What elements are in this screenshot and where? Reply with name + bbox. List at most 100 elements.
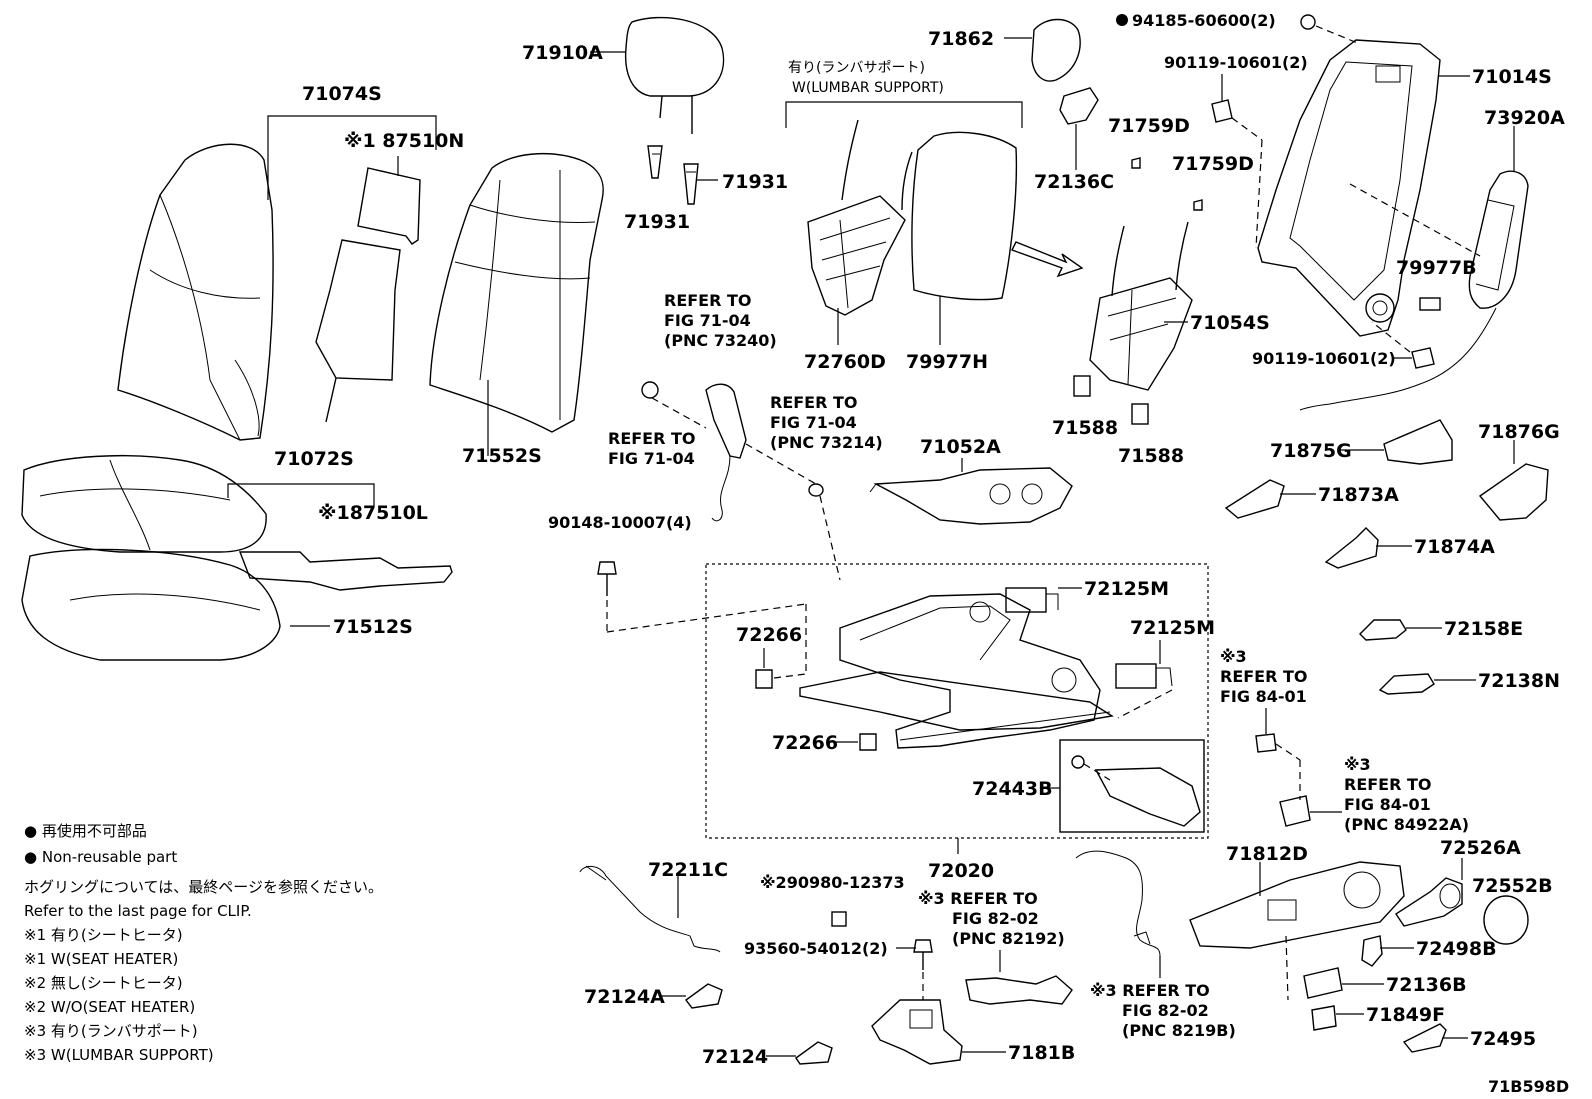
label-72526A: 72526A	[1440, 837, 1521, 859]
legend-line-6: ※1 W(SEAT HEATER)	[24, 950, 178, 968]
clip-71588-part	[1073, 375, 1149, 425]
seat-adjuster-part	[799, 593, 1114, 749]
bolt-84-01-part	[1255, 733, 1277, 753]
legend-line-4: Refer to the last page for CLIP.	[24, 902, 252, 920]
inset-72443B-box	[1059, 739, 1205, 833]
motor-72125M-lower-part	[1115, 663, 1173, 689]
svg-text:FIG 71-04: FIG 71-04	[608, 449, 695, 468]
bolt-90119-top-part	[1211, 99, 1233, 123]
clip-ring-part	[808, 483, 824, 497]
label-71875G: 71875G	[1270, 440, 1352, 462]
legend-line-1: ● 再使用不可部品	[24, 822, 147, 840]
label-72158E: 72158E	[1444, 618, 1523, 640]
seat-cushion-cover-part	[21, 455, 281, 661]
refer-84922A: ※3 REFER TO FIG 84-01 (PNC 84922A)	[1344, 755, 1469, 834]
cover-71875G-part	[1383, 419, 1453, 465]
svg-text:(PNC 8219B): (PNC 8219B)	[1122, 1021, 1236, 1040]
label-79977B: 79977B	[1396, 257, 1477, 279]
label-71812D: 71812D	[1226, 843, 1308, 865]
knob-72552B-part	[1483, 895, 1529, 945]
label-71862: 71862	[928, 28, 994, 50]
label-71910A: 71910A	[522, 42, 603, 64]
svg-text:REFER TO: REFER TO	[608, 429, 696, 448]
bolt-93560-part	[913, 939, 933, 970]
lumbar-switch-part	[641, 381, 747, 522]
svg-text:※3 REFER TO: ※3 REFER TO	[1090, 981, 1210, 1000]
bolt-90119-bottom-part	[1411, 347, 1435, 369]
cover-72138N-part	[1378, 673, 1435, 695]
nut-94185-part	[1300, 14, 1316, 30]
label-72124A: 72124A	[584, 986, 665, 1008]
svg-text:FIG 82-02: FIG 82-02	[952, 909, 1039, 928]
clip-72136C-part	[1059, 87, 1099, 125]
harness-82192-part	[1075, 850, 1161, 957]
cover-71873A-part	[1224, 479, 1285, 519]
seat-adjuster-box	[705, 563, 1209, 839]
svg-text:(PNC 84922A): (PNC 84922A)	[1344, 815, 1469, 834]
label-72552B: 72552B	[1472, 875, 1553, 897]
label-72136B: 72136B	[1386, 974, 1467, 996]
label-90148: 90148-10007(4)	[548, 513, 692, 532]
label-72124: 72124	[702, 1046, 768, 1068]
label-72211C: 72211C	[648, 859, 728, 881]
label-72125M-b: 72125M	[1130, 617, 1215, 639]
headrest-part	[624, 16, 725, 134]
svg-text:(PNC 82192): (PNC 82192)	[952, 929, 1065, 948]
legend: ● 再使用不可部品 ● Non-reusable part ホグリングについては…	[24, 822, 383, 1064]
label-72266-b: 72266	[772, 732, 838, 754]
seatback-heater-part	[315, 167, 421, 423]
cushion-heater-part	[238, 551, 453, 591]
legend-line-10: ※3 W(LUMBAR SUPPORT)	[24, 1046, 214, 1064]
label-71759D-b: 71759D	[1172, 153, 1254, 175]
refer-71-04: REFER TO FIG 71-04	[608, 429, 696, 468]
label-71874A: 71874A	[1414, 536, 1495, 558]
svg-text:※3: ※3	[1344, 755, 1371, 774]
label-72443B: 72443B	[972, 778, 1053, 800]
label-71849F: 71849F	[1366, 1004, 1445, 1026]
svg-text:REFER TO: REFER TO	[770, 393, 858, 412]
cover-72158E-part	[1359, 619, 1407, 641]
svg-text:FIG 71-04: FIG 71-04	[770, 413, 857, 432]
knob-72526A-part	[1395, 877, 1463, 927]
label-71588-b: 71588	[1118, 445, 1184, 467]
label-93560: 93560-54012(2)	[744, 939, 888, 958]
lumbar-support-assembly-part	[807, 119, 913, 316]
bracket-84922A-part	[1279, 795, 1311, 827]
refer-8219B: ※3 REFER TO FIG 82-02 (PNC 8219B)	[1090, 981, 1236, 1040]
legend-line-3: ホグリングについては、最終ページを参照ください。	[24, 878, 383, 896]
back-cover-part	[1031, 18, 1081, 82]
motor-72125M-upper-part	[1005, 587, 1059, 613]
label-90980: ※290980-12373	[760, 873, 905, 892]
label-72495: 72495	[1470, 1028, 1536, 1050]
cover-71849F-part	[1311, 1005, 1337, 1031]
refer-73214: REFER TO FIG 71-04 (PNC 73214)	[770, 393, 883, 452]
svg-text:※3: ※3	[1220, 647, 1247, 666]
label-87510N: ※1 87510N	[344, 130, 464, 152]
label-71052A: 71052A	[920, 436, 1001, 458]
refer-82192: ※3 REFER TO FIG 82-02 (PNC 82192)	[918, 889, 1065, 948]
label-72125M-a: 72125M	[1084, 578, 1169, 600]
label-71931-left: 71931	[624, 211, 690, 233]
cable-72211C-part	[579, 865, 721, 953]
clip-72266-b-part	[859, 733, 877, 751]
refer-84-01: ※3 REFER TO FIG 84-01	[1220, 647, 1308, 706]
diagram-id: 71B598D	[1488, 1077, 1569, 1096]
legend-line-5: ※1 有り(シートヒータ)	[24, 926, 183, 944]
label-tag-part	[1419, 297, 1441, 311]
seatback-cover-part	[117, 143, 274, 441]
bracket-7181B-part	[871, 999, 963, 1065]
svg-text:REFER TO: REFER TO	[1344, 775, 1432, 794]
clip-72266-a-part	[755, 669, 773, 689]
bracket-72443B-part	[1071, 755, 1201, 827]
svg-text:※3 REFER TO: ※3 REFER TO	[918, 889, 1038, 908]
svg-text:FIG 84-01: FIG 84-01	[1220, 687, 1307, 706]
label-71876G: 71876G	[1478, 421, 1560, 443]
label-71512S: 71512S	[333, 616, 413, 638]
label-72760D: 72760D	[804, 351, 886, 373]
svg-text:FIG 84-01: FIG 84-01	[1344, 795, 1431, 814]
label-73920A: 73920A	[1484, 107, 1565, 129]
svg-text:FIG 82-02: FIG 82-02	[1122, 1001, 1209, 1020]
label-71873A: 71873A	[1318, 484, 1399, 506]
